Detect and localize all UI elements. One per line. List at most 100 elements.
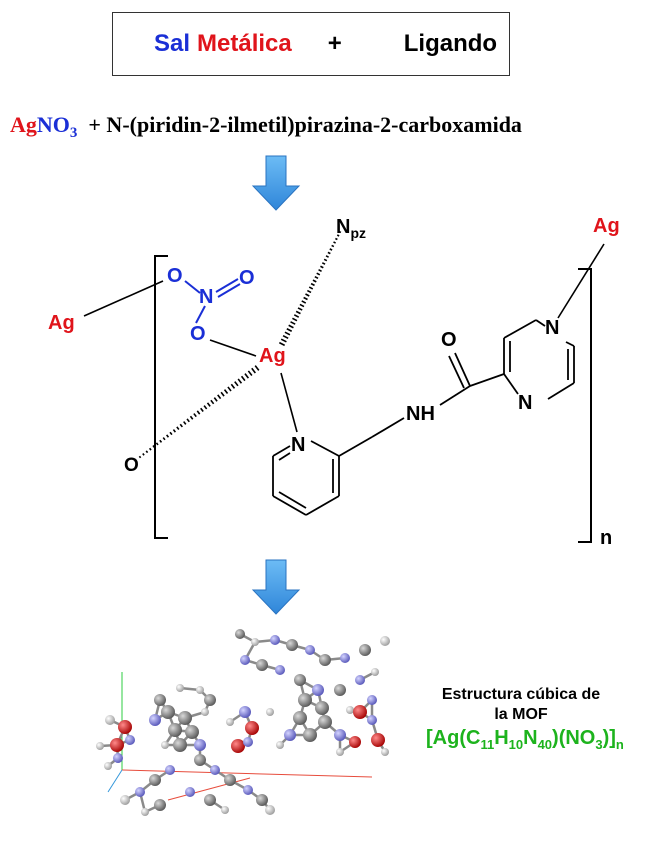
mof-atom <box>303 728 317 742</box>
mof-atom <box>245 721 259 735</box>
amide-o-label: O <box>441 329 457 351</box>
mof-atom <box>149 774 161 786</box>
reagent-metal: Ag <box>10 112 37 137</box>
mof-atom <box>340 653 350 663</box>
reagent-no: NO <box>36 112 70 137</box>
mof-atom <box>113 753 123 763</box>
mof-atom <box>275 665 285 675</box>
mof-atom <box>312 684 324 696</box>
nitrate-o2-label: O <box>239 267 255 289</box>
ag-center-label: Ag <box>259 345 286 367</box>
mof-atom <box>141 808 149 816</box>
mof-atom <box>204 694 216 706</box>
metal-word: Metálica <box>197 30 292 57</box>
mof-atom <box>221 806 229 814</box>
mof-title: Estructura cúbica de la MOF <box>436 685 606 725</box>
amide-nh-label: NH <box>406 403 435 425</box>
mof-atom <box>185 787 195 797</box>
mof-atom <box>381 748 389 756</box>
mof-atom <box>359 644 371 656</box>
mof-atom <box>196 686 204 694</box>
nitrate-o3-label: O <box>190 323 206 345</box>
formula-sub5: n <box>615 737 624 752</box>
formula-part2: H <box>494 727 509 749</box>
pyrazine-n-top-label: N <box>545 317 560 339</box>
formula-part3: N <box>523 727 538 749</box>
npz-sub: pz <box>350 225 367 241</box>
mof-atom <box>118 720 132 734</box>
ag-right-label: Ag <box>593 215 620 237</box>
pyridine-n-label: N <box>291 434 306 456</box>
mof-atom <box>135 787 145 797</box>
mof-atom <box>367 715 377 725</box>
mof-atom <box>284 729 296 741</box>
mof-title-line2: la MOF <box>494 706 548 723</box>
mof-atom <box>194 739 206 751</box>
o-bottom-label: O <box>124 455 139 476</box>
mof-atom <box>293 711 307 725</box>
formula-part4: )(NO <box>552 727 596 749</box>
mof-atom <box>185 725 199 739</box>
mof-atom <box>367 695 377 705</box>
left-bracket <box>154 255 168 539</box>
mof-atom <box>334 729 346 741</box>
pyrazine-n-bottom-label: N <box>518 392 533 414</box>
mof-atom <box>154 799 166 811</box>
mof-atom <box>265 805 275 815</box>
down-arrow-1 <box>251 155 301 211</box>
formula-part1: [Ag(C <box>426 727 481 749</box>
repeat-n-label: n <box>600 527 613 549</box>
pyridine-ring <box>272 440 340 516</box>
mof-atom <box>173 738 187 752</box>
mof-atom <box>125 735 135 745</box>
mof-atom <box>266 708 274 716</box>
hashed-bond-o <box>138 365 260 459</box>
hashed-bond-npz <box>278 230 342 347</box>
down-arrow-2 <box>251 559 301 615</box>
reagent-sub: 3 <box>69 125 78 141</box>
mof-atom <box>104 762 112 770</box>
reaction-equation: AgNO3 + N-(piridin-2-ilmetil)pirazina-2-… <box>10 112 660 142</box>
mof-atom <box>194 754 206 766</box>
mof-title-line1: Estructura cúbica de <box>441 686 601 703</box>
mof-atom <box>165 765 175 775</box>
salt-word: Sal <box>154 30 191 57</box>
mof-atom <box>243 737 253 747</box>
mof-atom <box>224 774 236 786</box>
npz-main: N <box>336 216 351 238</box>
mof-atom <box>105 715 115 725</box>
mof-atom <box>355 675 365 685</box>
mof-atom <box>154 694 166 706</box>
mof-atom <box>96 742 104 750</box>
mof-atom <box>294 674 306 686</box>
mof-atom <box>371 733 385 747</box>
mof-atom <box>298 693 312 707</box>
formula-sub3: 40 <box>537 737 553 752</box>
ag-left-label: Ag <box>48 312 75 334</box>
mof-atom <box>256 794 268 806</box>
pyrazine-ring <box>503 319 575 400</box>
mof-atom <box>371 668 379 676</box>
mof-atom <box>349 736 361 748</box>
ligand-word: Ligando <box>403 30 498 57</box>
mof-atom <box>251 638 259 646</box>
mof-atom <box>380 636 390 646</box>
mof-atom <box>276 741 284 749</box>
mof-atom <box>226 718 234 726</box>
npz-label: Npz <box>336 216 366 241</box>
mof-atom <box>204 794 216 806</box>
header-box <box>112 12 510 76</box>
mof-atom <box>334 684 346 696</box>
mof-atom <box>239 706 251 718</box>
mof-atom <box>315 701 329 715</box>
mof-atom <box>210 765 220 775</box>
mof-atom <box>240 655 250 665</box>
mof-atom <box>176 684 184 692</box>
nitrate-o1-label: O <box>167 265 183 287</box>
right-bracket <box>578 268 592 543</box>
mof-atom <box>318 715 332 729</box>
mof-atom <box>168 723 182 737</box>
mof-atom <box>120 795 130 805</box>
reagent-ligand: + N-(piridin-2-ilmetil)pirazina-2-carbox… <box>88 112 522 137</box>
